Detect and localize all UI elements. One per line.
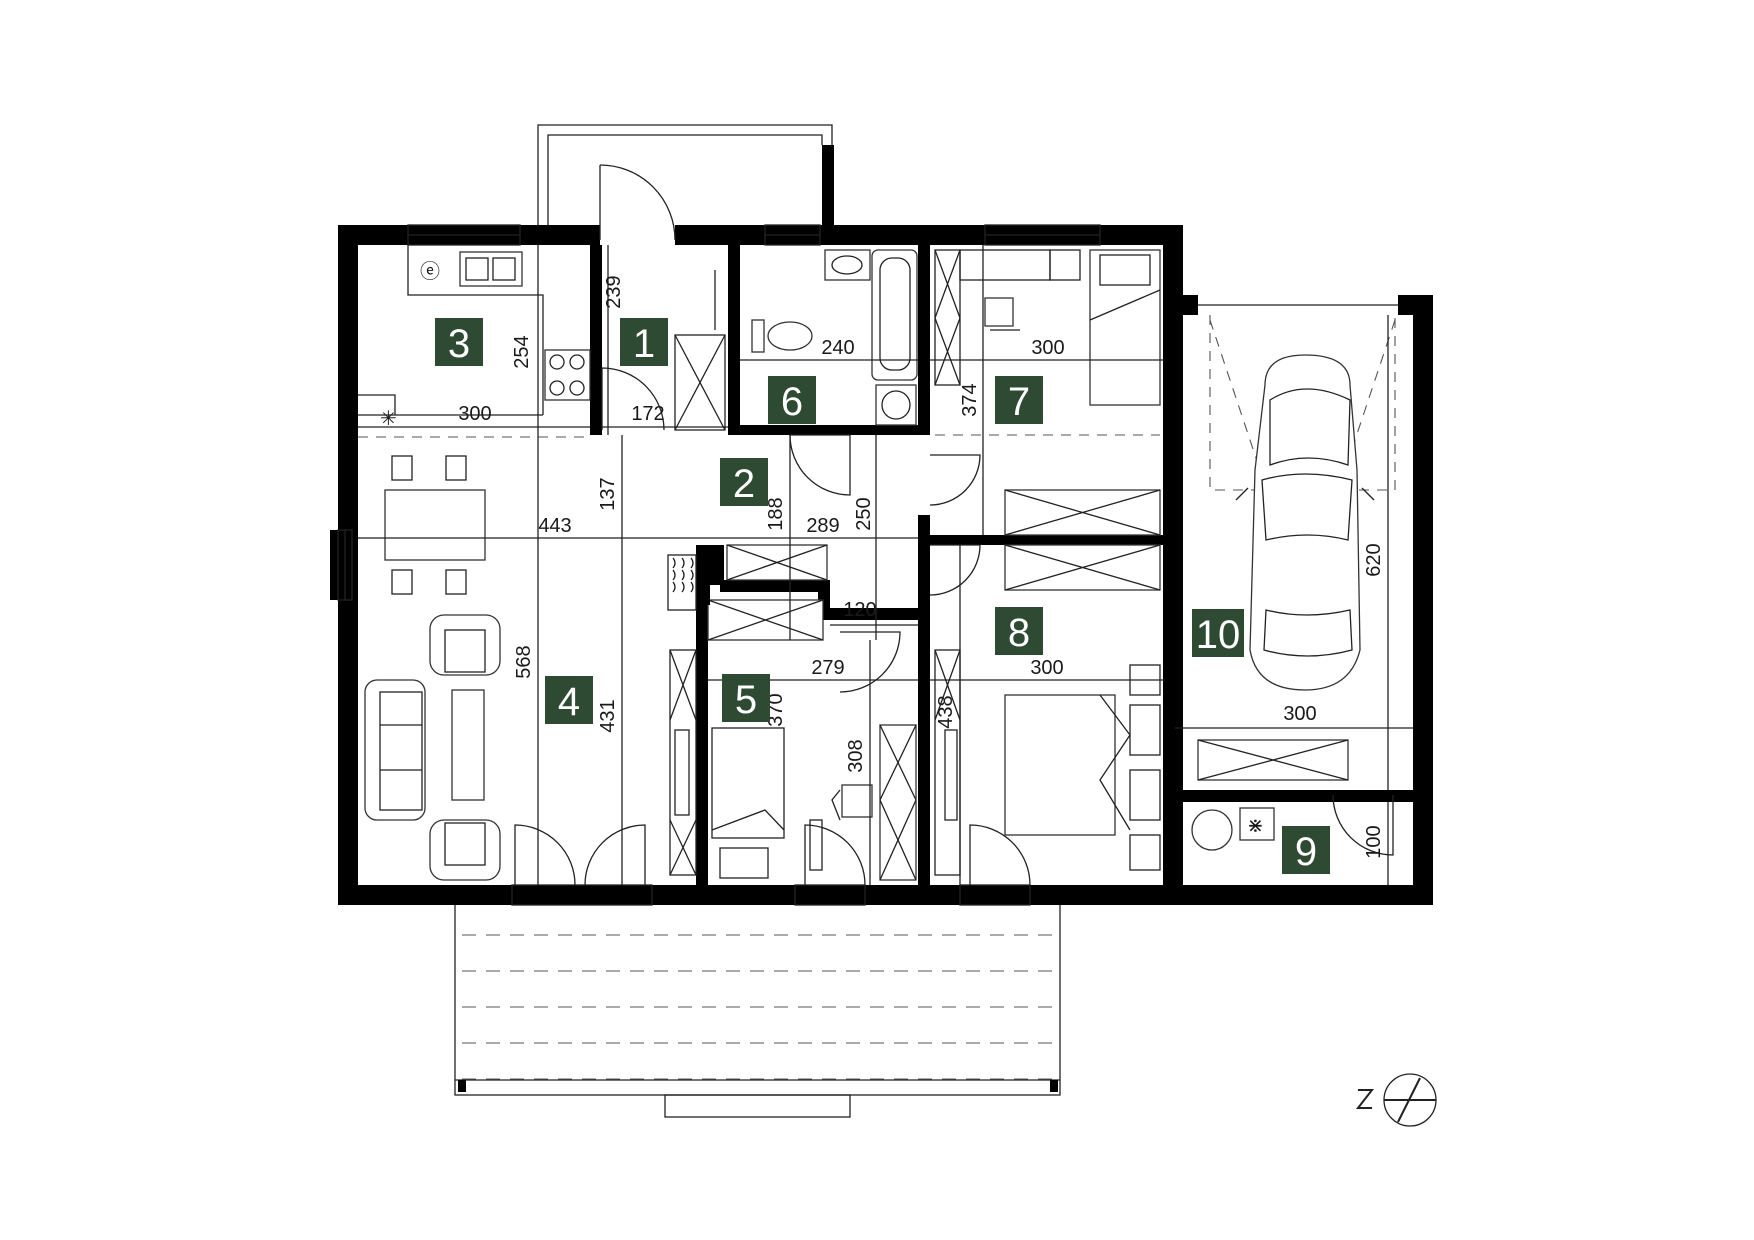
entry-closet bbox=[674, 270, 726, 431]
svg-text:6: 6 bbox=[781, 380, 803, 424]
room-badge-10: 10 bbox=[1192, 609, 1244, 657]
svg-text:⋇: ⋇ bbox=[1247, 815, 1264, 837]
dim-239: 239 bbox=[603, 275, 625, 308]
room-badge-7: 7 bbox=[995, 376, 1043, 424]
room-badge-4: 4 bbox=[545, 676, 593, 724]
dim-188: 188 bbox=[765, 497, 787, 530]
dim-279: 279 bbox=[811, 657, 844, 679]
svg-text:8: 8 bbox=[1008, 611, 1030, 655]
dim-431: 431 bbox=[597, 699, 619, 732]
svg-text:5: 5 bbox=[735, 678, 757, 722]
dim-568: 568 bbox=[513, 645, 535, 678]
room-badge-3: 3 bbox=[435, 318, 483, 366]
dim-300-kitchen: 300 bbox=[458, 403, 491, 425]
north-arrow-icon bbox=[1355, 1073, 1437, 1127]
boiler bbox=[1191, 809, 1233, 851]
svg-text:ⓔ: ⓔ bbox=[420, 260, 440, 283]
dim-374: 374 bbox=[959, 383, 981, 416]
door-swings bbox=[514, 367, 1394, 886]
svg-text:3: 3 bbox=[448, 322, 470, 366]
armchair bbox=[429, 614, 501, 676]
dim-120: 120 bbox=[843, 599, 876, 621]
dim-443: 443 bbox=[538, 515, 571, 537]
room-5-furniture bbox=[707, 544, 917, 881]
dim-100: 100 bbox=[1363, 825, 1385, 858]
dim-289: 289 bbox=[806, 515, 839, 537]
terrace bbox=[454, 899, 1061, 1118]
technical-room: ⋇ bbox=[1191, 807, 1275, 851]
dim-620: 620 bbox=[1363, 543, 1385, 576]
dim-438: 438 bbox=[935, 695, 957, 728]
dim-250: 250 bbox=[853, 497, 875, 530]
room-badge-8: 8 bbox=[995, 607, 1043, 655]
armchair bbox=[429, 819, 501, 881]
svg-text:4: 4 bbox=[558, 680, 580, 724]
svg-text:7: 7 bbox=[1008, 380, 1030, 424]
bathtub-icon bbox=[871, 249, 918, 381]
room-badge-1: 1 bbox=[620, 318, 668, 366]
sink-icon bbox=[459, 251, 523, 287]
interior-walls bbox=[330, 225, 1433, 905]
dining-table bbox=[384, 489, 486, 561]
garage bbox=[1197, 315, 1396, 781]
dim-300-room8: 300 bbox=[1030, 657, 1063, 679]
car-icon bbox=[1235, 354, 1375, 691]
living-dining-furniture bbox=[358, 436, 590, 881]
bathroom-fixtures bbox=[751, 249, 918, 426]
svg-text:9: 9 bbox=[1295, 830, 1317, 874]
entrance-door bbox=[599, 164, 676, 245]
dimension-labels: 239 254 300 172 240 300 374 137 443 188 … bbox=[458, 275, 1385, 858]
dim-240: 240 bbox=[821, 337, 854, 359]
room-badge-2: 2 bbox=[720, 458, 768, 506]
svg-text:2: 2 bbox=[733, 462, 755, 506]
entrance-porch bbox=[537, 124, 833, 225]
dimension-lines bbox=[358, 245, 1413, 885]
coffee-table bbox=[451, 689, 485, 801]
dim-370: 370 bbox=[765, 693, 787, 726]
room-badges: 1 2 3 4 5 6 7 8 9 10 bbox=[435, 318, 1330, 874]
svg-text:✳: ✳ bbox=[380, 408, 397, 430]
svg-text:1: 1 bbox=[633, 322, 655, 366]
bedroom-8-furniture bbox=[934, 544, 1161, 876]
svg-text:10: 10 bbox=[1196, 613, 1241, 657]
dim-300-garage: 300 bbox=[1283, 703, 1316, 725]
room-badge-9: 9 bbox=[1282, 826, 1330, 874]
bedroom-7-furniture bbox=[934, 249, 1161, 536]
room-badge-6: 6 bbox=[768, 376, 816, 424]
dim-308: 308 bbox=[845, 739, 867, 772]
dim-137: 137 bbox=[597, 477, 619, 510]
room-badge-5: 5 bbox=[722, 674, 770, 722]
fireplace-icon bbox=[667, 554, 697, 611]
kitchen-furniture: ⓔ ✳ bbox=[358, 245, 591, 430]
dim-254: 254 bbox=[511, 335, 533, 368]
dim-300-room7: 300 bbox=[1031, 337, 1064, 359]
windows bbox=[337, 224, 1398, 906]
dim-172: 172 bbox=[631, 403, 664, 425]
hall-wardrobe bbox=[669, 555, 710, 876]
toilet-icon bbox=[767, 321, 813, 351]
sofa bbox=[364, 679, 426, 821]
